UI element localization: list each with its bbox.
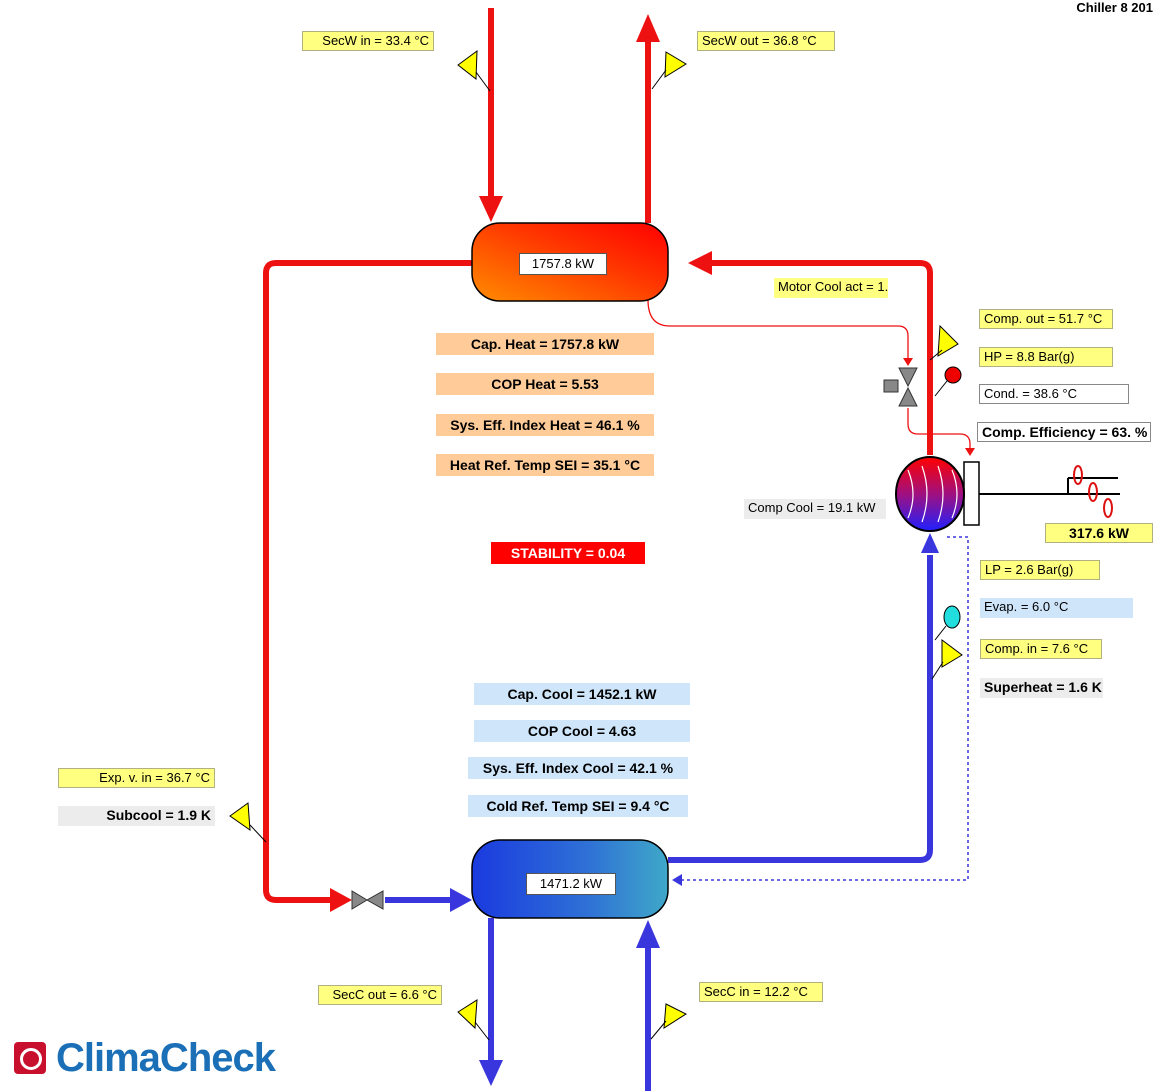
motor-cool-valve-icon (883, 367, 918, 407)
secc-in-label: SecC in = 12.2 °C (699, 982, 823, 1002)
hp-label: HP = 8.8 Bar(g) (979, 347, 1113, 367)
cap-heat-label: Cap. Heat = 1757.8 kW (436, 333, 654, 355)
cold-flow-arrow-evap (450, 888, 472, 912)
sei-cool-label: Sys. Eff. Index Cool = 42.1 % (468, 757, 688, 779)
cold-refrigerant-line (385, 555, 933, 903)
cop-cool-label: COP Cool = 4.63 (474, 720, 690, 742)
secc-out-label: SecC out = 6.6 °C (318, 985, 442, 1005)
hp-sensor-icon (944, 366, 962, 384)
heat-ref-temp-label: Heat Ref. Temp SEI = 35.1 °C (436, 454, 654, 476)
climacheck-logo: ClimaCheck (14, 1033, 276, 1083)
motor-cool-return (680, 536, 969, 881)
secw-in-label: SecW in = 33.4 °C (302, 31, 434, 51)
hot-refrigerant-line (263, 260, 933, 903)
motor-power-icon (979, 465, 1120, 518)
sei-heat-label: Sys. Eff. Index Heat = 46.1 % (436, 414, 654, 436)
page-title: Chiller 8 201 (1076, 0, 1153, 15)
exp-valve-in-label: Exp. v. in = 36.7 °C (58, 768, 215, 788)
cold-ref-temp-label: Cold Ref. Temp SEI = 9.4 °C (468, 795, 688, 817)
logo-icon (14, 1042, 46, 1074)
condenser-capacity: 1757.8 kW (519, 253, 607, 275)
motor-cool-line (647, 299, 909, 360)
compressor-icon (895, 456, 980, 532)
secw-out-label: SecW out = 36.8 °C (697, 31, 835, 51)
secc-in-pipe (636, 920, 660, 1091)
lp-label: LP = 2.6 Bar(g) (980, 560, 1100, 580)
secc-out-pipe (479, 918, 503, 1086)
evaporator-capacity: 1471.2 kW (526, 873, 616, 895)
motor-power-label: 317.6 kW (1045, 523, 1153, 543)
cold-flow-arrow-comp (921, 533, 939, 553)
secw-in-pipe (479, 8, 503, 222)
evap-temp-label: Evap. = 6.0 °C (980, 598, 1133, 618)
comp-efficiency-label: Comp. Efficiency = 63. % (977, 422, 1151, 442)
lp-sensor-icon (943, 605, 961, 629)
expansion-valve-icon (351, 890, 384, 910)
secw-out-pipe (636, 14, 660, 223)
cond-temp-label: Cond. = 38.6 °C (979, 384, 1129, 404)
subcool-label: Subcool = 1.9 K (58, 806, 215, 826)
cap-cool-label: Cap. Cool = 1452.1 kW (474, 683, 690, 705)
stability-label: STABILITY = 0.04 (491, 542, 645, 564)
cop-heat-label: COP Heat = 5.53 (436, 373, 654, 395)
motor-cool-label: Motor Cool act = 1. (774, 278, 888, 298)
logo-text: ClimaCheck (56, 1035, 276, 1080)
hot-flow-arrow-top (688, 251, 712, 275)
temp-sensor-icons (229, 49, 963, 1041)
hot-flow-arrow-bottom (330, 888, 352, 912)
comp-in-label: Comp. in = 7.6 °C (980, 639, 1102, 659)
comp-cool-label: Comp Cool = 19.1 kW (744, 499, 886, 519)
comp-out-label: Comp. out = 51.7 °C (979, 309, 1113, 329)
superheat-label: Superheat = 1.6 K (980, 678, 1103, 698)
